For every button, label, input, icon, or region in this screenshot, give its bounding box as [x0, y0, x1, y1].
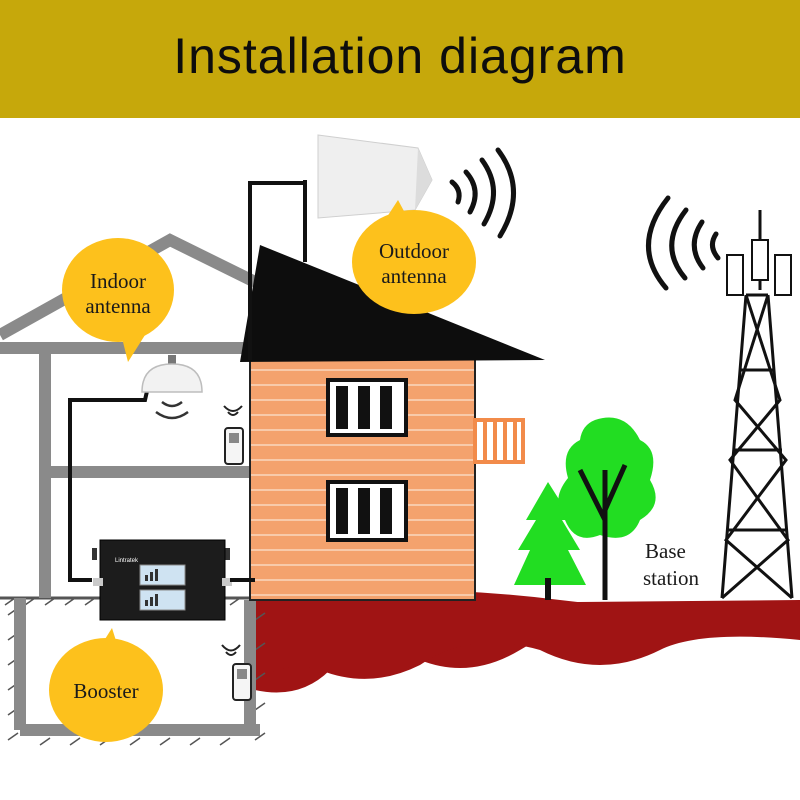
indoor-antenna-bubble: Indoor antenna — [62, 238, 174, 362]
indoor-antenna — [141, 355, 203, 393]
title-banner: Installation diagram — [0, 0, 800, 118]
tree-small — [514, 482, 586, 600]
page-title: Installation diagram — [173, 28, 627, 84]
tree-large — [558, 417, 656, 600]
base-station-label-line1: Base — [645, 539, 686, 563]
phone-upper-icon — [223, 405, 244, 465]
window-lower — [326, 480, 408, 542]
base-station-signal-icon — [646, 195, 721, 291]
indoor-signal-icon — [155, 400, 189, 420]
base-station-panels — [726, 239, 792, 296]
balcony — [473, 418, 525, 464]
indoor-antenna-label-line2: antenna — [85, 294, 151, 318]
base-station-label-line2: station — [643, 566, 699, 590]
booster-brand-label: Lintratek — [115, 558, 139, 564]
booster-device: Lintratek — [92, 539, 232, 621]
outdoor-signal-icon — [449, 147, 516, 239]
base-station-tower — [720, 210, 794, 600]
window-upper — [326, 378, 408, 437]
brick-house — [240, 245, 545, 601]
outdoor-antenna-label-line1: Outdoor — [379, 239, 449, 263]
phone-basement-icon — [221, 644, 252, 701]
ground-slope — [255, 590, 800, 680]
booster-bubble: Booster — [49, 628, 163, 742]
outdoor-antenna — [317, 134, 433, 219]
outdoor-antenna-label-line2: antenna — [381, 264, 447, 288]
booster-label: Booster — [73, 679, 138, 703]
indoor-antenna-label-line1: Indoor — [90, 269, 146, 293]
outdoor-antenna-bubble: Outdoor antenna — [352, 200, 476, 314]
